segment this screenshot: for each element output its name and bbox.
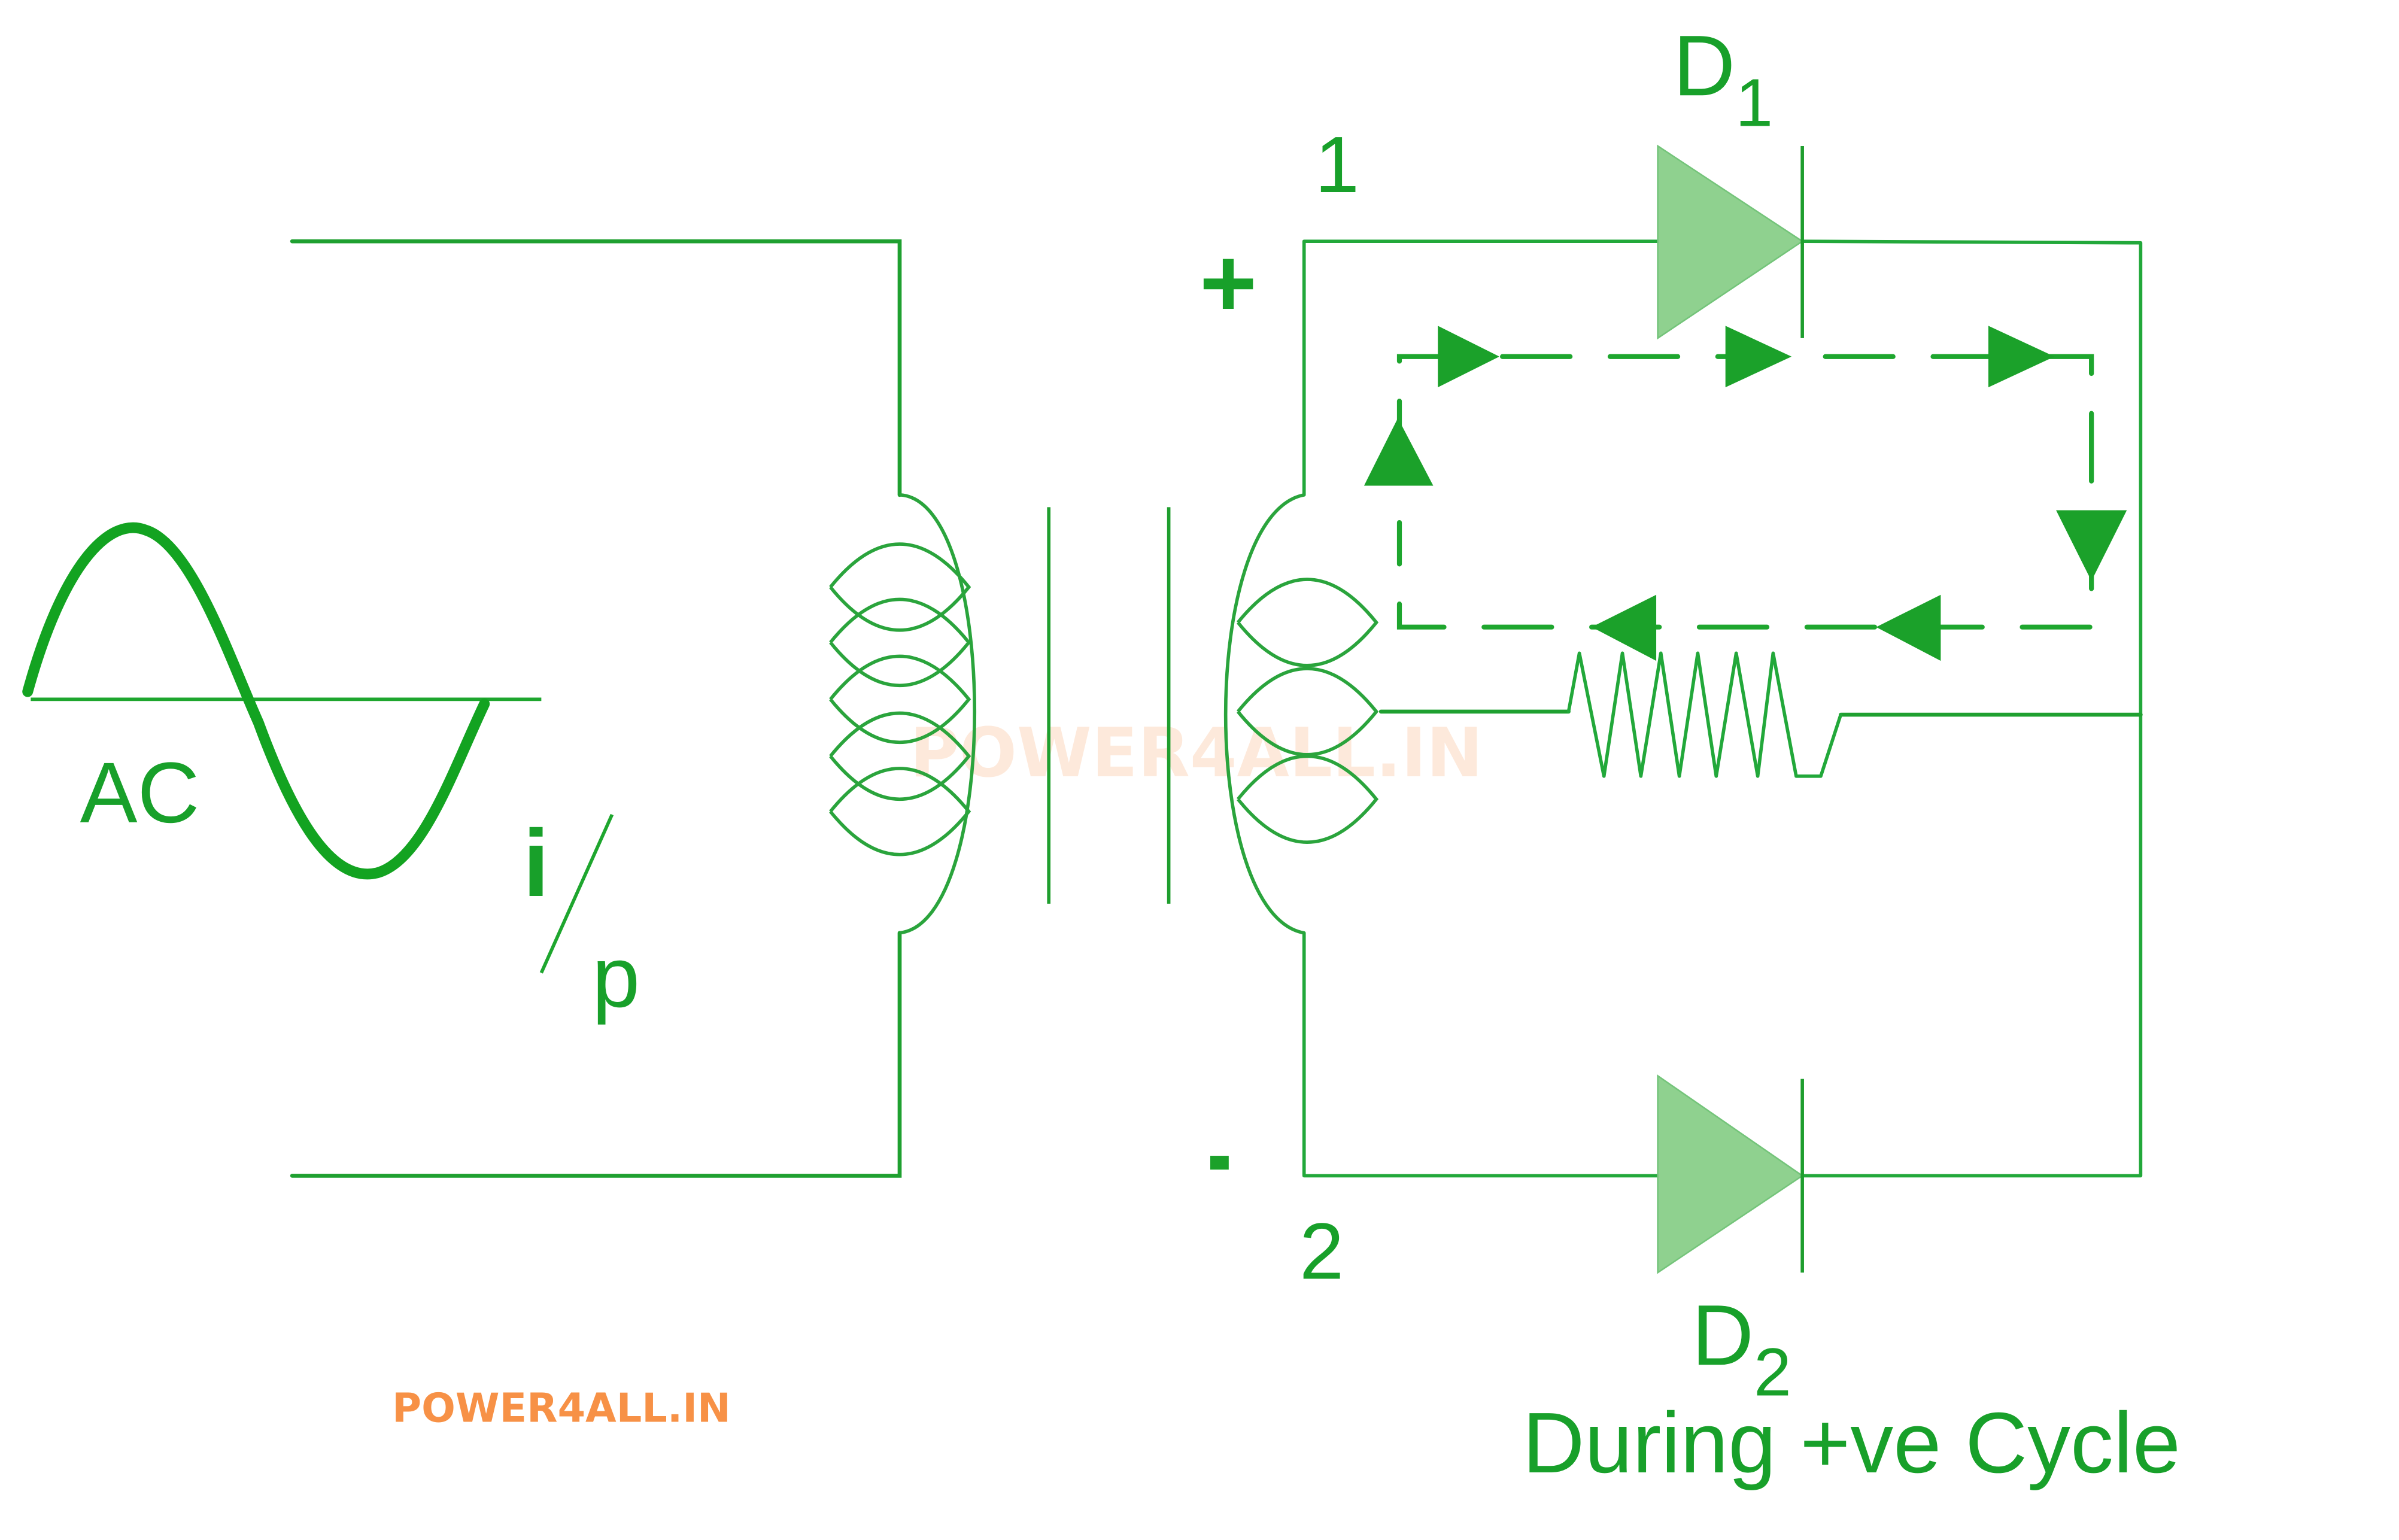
current-flow-path (1364, 326, 2127, 661)
arrow-left-icon (1876, 594, 1941, 661)
sine-wave-icon (22, 522, 490, 880)
polarity-plus: + (1200, 227, 1257, 338)
primary-coil-loop (829, 711, 971, 801)
primary-coil-loop (829, 542, 971, 632)
secondary-top-wire (1302, 239, 1660, 497)
secondary-coil-outer (1223, 493, 1305, 935)
input-label-slash (539, 813, 614, 974)
arrow-up-icon (1364, 418, 1434, 486)
primary-circuit (290, 239, 976, 1178)
terminal-2-label: 2 (1299, 1207, 1344, 1296)
input-label-p: p (592, 930, 640, 1025)
ac-source: AC i p (22, 522, 640, 1025)
diagram-caption: During +ve Cycle (1523, 1395, 2181, 1491)
ac-label: AC (80, 745, 200, 841)
arrow-right-icon (1438, 326, 1499, 388)
terminal-1-label: 1 (1315, 120, 1359, 209)
arrow-right-icon (1725, 326, 1792, 388)
secondary-bottom-wire (1302, 931, 1660, 1178)
brand-logo: POWER4ALL.IN (392, 1384, 731, 1431)
input-label-i: i (523, 810, 549, 916)
diode-d2-icon (1657, 1074, 1804, 1274)
arrow-left-icon (1592, 594, 1657, 661)
diode-d1-icon (1657, 144, 1804, 340)
secondary-circuit (1223, 239, 2143, 1178)
primary-coil-icon (829, 493, 976, 935)
primary-coil-loop (829, 654, 971, 745)
secondary-coil-loop (1237, 578, 1379, 667)
diode-d2-label: D2 (1692, 1287, 1791, 1410)
arrow-right-icon (1988, 326, 2055, 388)
polarity-minus (1210, 1156, 1229, 1170)
diode-d1-label: D1 (1673, 18, 1773, 140)
diode-d1: D1 (1657, 18, 1804, 340)
output-top-wire (1800, 239, 2143, 1178)
primary-bottom-wire (290, 931, 902, 1178)
secondary-coil-icon (1223, 493, 1379, 935)
primary-coil-outer (899, 493, 976, 935)
arrow-down-icon (2056, 510, 2127, 581)
diode-d2: D2 (1657, 1074, 1804, 1410)
current-path-dashes (1396, 354, 2094, 630)
primary-coil-loop (829, 597, 971, 688)
watermark: POWER4ALL.IN (910, 713, 1483, 792)
secondary-coil-loop (1237, 667, 1379, 757)
load-resistor-icon (1566, 651, 1843, 778)
secondary-coil-loop (1237, 754, 1379, 845)
primary-coil-loop (829, 767, 971, 856)
primary-top-wire (290, 239, 902, 497)
